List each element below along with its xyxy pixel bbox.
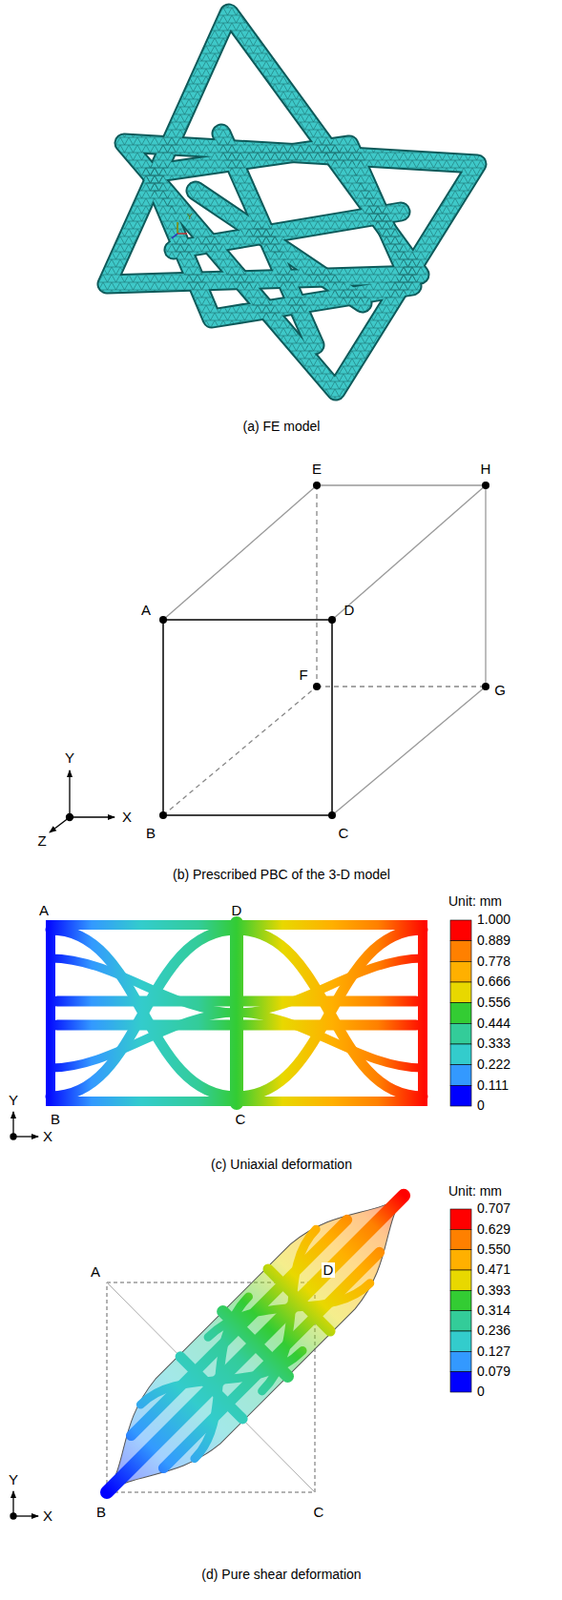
uniaxial-lattice [50, 923, 423, 1104]
axis-arrows [10, 1492, 39, 1520]
figure-label: 0.333 [477, 1037, 511, 1052]
figure-label: 0.111 [477, 1079, 509, 1094]
figure-label: 0.471 [477, 1263, 511, 1278]
figure-label: Unit: mm [448, 1185, 502, 1200]
figure-label: 0.778 [477, 955, 511, 970]
colorbar-shear [450, 1209, 472, 1394]
figure-label: 1.000 [477, 913, 511, 928]
fe-lattice [106, 13, 478, 392]
shear-lattice [74, 1164, 437, 1526]
figure-label: B [94, 1505, 108, 1522]
figure-label: D [344, 603, 355, 620]
panel-caption: (b) Prescribed PBC of the 3-D model [172, 868, 391, 883]
axis-triad [171, 222, 188, 239]
figure-label: H [480, 461, 492, 479]
figure-label: A [141, 603, 151, 620]
figure-label: 0 [477, 1385, 485, 1400]
pbc-cube [159, 481, 490, 820]
figure-label: E [312, 461, 322, 479]
figure-label: 0.889 [477, 934, 511, 949]
figure-label: 0.393 [477, 1284, 511, 1299]
figure-label: A [88, 1265, 103, 1282]
figure-label: B [145, 826, 156, 843]
figure-label: Unit: mm [448, 895, 502, 910]
figure-label: X [42, 1129, 53, 1146]
figure-label: Y [8, 1473, 19, 1490]
figure-label: C [235, 1112, 247, 1129]
figure-label: D [321, 1263, 336, 1280]
figure-label: 0.236 [477, 1324, 511, 1339]
figure-label: C [338, 826, 350, 843]
figure-label: X [42, 1509, 53, 1526]
figure-label: 0.444 [477, 1017, 511, 1032]
figure-label: 0.666 [477, 975, 511, 990]
figure-label: B [50, 1112, 61, 1129]
panel-caption: (c) Uniaxial deformation [210, 1158, 353, 1173]
axis-arrows [49, 770, 115, 833]
figure-label: G [494, 683, 506, 700]
figure-label: 0.550 [477, 1243, 511, 1258]
figure-label: Y [187, 212, 193, 223]
figure-label: X [122, 810, 132, 827]
figure-label: Y [8, 1093, 19, 1110]
figure-label: 0.079 [477, 1365, 511, 1380]
figure-label: 0 [477, 1099, 485, 1114]
figure-label: Y [64, 750, 75, 768]
figure-label: D [231, 903, 243, 920]
axis-arrows [10, 1112, 39, 1141]
colorbar-uniaxial [450, 920, 472, 1107]
figure-label: C [312, 1505, 327, 1522]
figure-label: A [39, 903, 49, 920]
figure-label: 0.707 [477, 1202, 511, 1217]
figure-label: 0.556 [477, 996, 511, 1011]
figure-label: F [298, 667, 308, 685]
figure-label: 0.127 [477, 1345, 511, 1360]
figure-label: 0.629 [477, 1223, 511, 1238]
figure-label: 0.314 [477, 1304, 511, 1319]
panel-caption: (a) FE model [243, 419, 321, 435]
figure-label: 0.222 [477, 1058, 511, 1073]
figure-label: Z [37, 833, 46, 851]
panel-caption: (d) Pure shear deformation [201, 1568, 361, 1583]
